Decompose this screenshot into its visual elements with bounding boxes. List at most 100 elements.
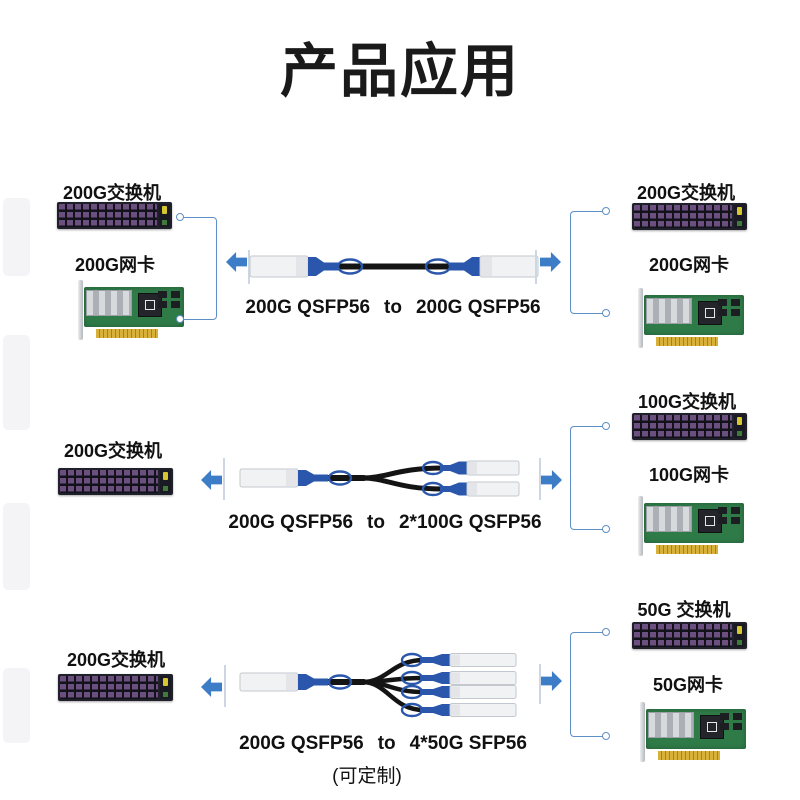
left-edge-decoration xyxy=(3,198,30,276)
switch-led-icon xyxy=(737,640,742,645)
right-bracket-connector xyxy=(570,207,610,317)
switch-label: 100G交换机 xyxy=(637,392,737,412)
switch-image xyxy=(632,622,747,649)
switch-label: 200G交换机 xyxy=(62,183,162,203)
nic-port-cage xyxy=(646,298,692,324)
switch-led-icon xyxy=(737,417,742,425)
connector-dot xyxy=(602,422,610,430)
switch-led-icon xyxy=(162,206,167,214)
connector-dot xyxy=(602,207,610,215)
nic-pcb xyxy=(644,295,744,335)
nic-components xyxy=(733,713,742,720)
chip-logo-icon xyxy=(707,722,717,732)
divider-line xyxy=(224,665,226,707)
cable-end-b: 200G QSFP56 xyxy=(415,297,541,318)
cable-to-word: to xyxy=(377,733,396,754)
cable-end-a: 200G QSFP56 xyxy=(245,297,371,318)
switch-status-panel xyxy=(734,624,745,647)
switch-ports xyxy=(60,470,158,493)
connector-dot xyxy=(602,309,610,317)
nic-label: 50G网卡 xyxy=(652,675,724,695)
nic-label: 100G网卡 xyxy=(648,465,730,485)
nic-label: 200G网卡 xyxy=(648,255,730,275)
cable-end-b: 2*100G QSFP56 xyxy=(398,512,542,533)
left-edge-decoration xyxy=(3,335,30,430)
switch-led-icon xyxy=(163,692,168,697)
switch-led-icon xyxy=(737,221,742,226)
switch-image xyxy=(58,674,173,701)
cable-end-b: 4*50G SFP56 xyxy=(409,733,527,754)
nic-bracket-plate xyxy=(78,280,83,340)
nic-chip xyxy=(698,301,722,325)
switch-ports xyxy=(60,676,158,699)
arrow-right-icon xyxy=(540,252,561,272)
divider-line xyxy=(223,458,225,500)
nic-components xyxy=(731,299,740,306)
switch-led-icon xyxy=(737,626,742,634)
arrow-right-icon xyxy=(541,470,562,490)
cable-label: 200G QSFP56 to 4*50G SFP56 xyxy=(239,733,527,755)
nic-port-cage xyxy=(648,712,694,738)
switch-led-icon xyxy=(163,678,168,686)
nic-image xyxy=(70,280,188,346)
connector-dot xyxy=(176,315,184,323)
connector-dot xyxy=(602,628,610,636)
arrow-left-icon xyxy=(201,470,222,490)
switch-image xyxy=(57,202,172,229)
cable-to-word: to xyxy=(367,512,385,533)
nic-pcb xyxy=(84,287,184,327)
nic-bracket-plate xyxy=(638,496,643,556)
switch-label: 200G交换机 xyxy=(636,183,736,203)
cable-to-word: to xyxy=(384,297,402,318)
nic-chip xyxy=(700,715,724,739)
chip-logo-icon xyxy=(145,300,155,310)
cable-end-a: 200G QSFP56 xyxy=(239,733,364,754)
cable-end-a: 200G QSFP56 xyxy=(228,512,354,533)
nic-image xyxy=(630,288,748,354)
nic-image xyxy=(632,702,750,768)
switch-ports xyxy=(634,205,732,228)
cable-graphic-200g-4x50g xyxy=(239,652,517,718)
customizable-note: (可定制) xyxy=(332,766,402,787)
nic-label: 200G网卡 xyxy=(74,255,156,275)
nic-chip xyxy=(138,293,162,317)
switch-image xyxy=(632,413,747,440)
switch-status-panel xyxy=(160,470,171,493)
nic-pcb xyxy=(646,709,746,749)
arrow-left-icon xyxy=(226,252,247,272)
switch-status-panel xyxy=(734,205,745,228)
switch-status-panel xyxy=(160,676,171,699)
nic-port-cage xyxy=(86,290,132,316)
connector-dot xyxy=(176,213,184,221)
connector-dot xyxy=(602,732,610,740)
switch-image xyxy=(58,468,173,495)
switch-label: 50G 交换机 xyxy=(637,600,731,620)
page-title: 产品应用 xyxy=(279,39,520,104)
arrow-left-icon xyxy=(201,677,222,697)
switch-status-panel xyxy=(734,415,745,438)
left-edge-decoration xyxy=(3,503,30,590)
nic-pcb xyxy=(644,503,744,543)
connector-dot xyxy=(602,525,610,533)
switch-label: 200G交换机 xyxy=(66,650,166,670)
nic-chip xyxy=(698,509,722,533)
right-bracket-connector xyxy=(570,628,610,740)
switch-led-icon xyxy=(163,486,168,491)
nic-components xyxy=(731,507,740,514)
switch-led-icon xyxy=(737,431,742,436)
divider-line xyxy=(248,250,250,284)
nic-bracket-plate xyxy=(638,288,643,348)
divider-line xyxy=(539,664,541,704)
switch-label: 200G交换机 xyxy=(63,441,163,461)
nic-image xyxy=(630,496,748,562)
right-bracket-connector xyxy=(570,422,610,533)
switch-led-icon xyxy=(162,220,167,225)
chip-logo-icon xyxy=(705,308,715,318)
divider-line xyxy=(535,250,537,284)
left-edge-decoration xyxy=(3,668,30,743)
left-bracket-connector xyxy=(176,213,217,323)
nic-pcie-fingers xyxy=(96,329,158,338)
switch-ports xyxy=(634,624,732,647)
divider-line xyxy=(539,458,541,500)
